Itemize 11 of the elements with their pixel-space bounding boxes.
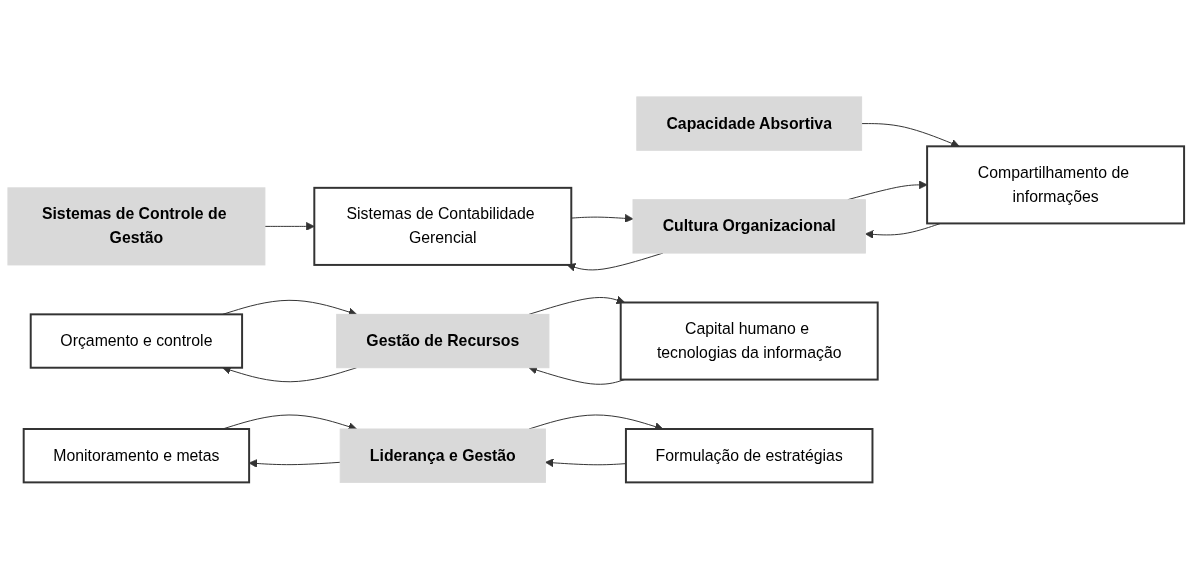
node-box: Liderança e Gestão <box>339 428 546 484</box>
node-box: Capital humano e tecnologias da informação <box>619 301 879 381</box>
node-box: Compartilhamento de informações <box>926 145 1186 225</box>
node-box: Cultura Organizacional <box>632 199 866 254</box>
node-box: Capacidade Absortiva <box>636 96 863 152</box>
node-box: Formulação de estratégias <box>624 428 874 484</box>
node-box: Sistemas de Controle de Gestão <box>7 187 266 266</box>
node-box: Orçamento e controle <box>29 313 244 370</box>
node-box: Sistemas de Contabilidade Gerencial <box>313 187 573 267</box>
node-box: Monitoramento e metas <box>22 428 251 484</box>
node-box: Gestão de Recursos <box>336 314 550 369</box>
